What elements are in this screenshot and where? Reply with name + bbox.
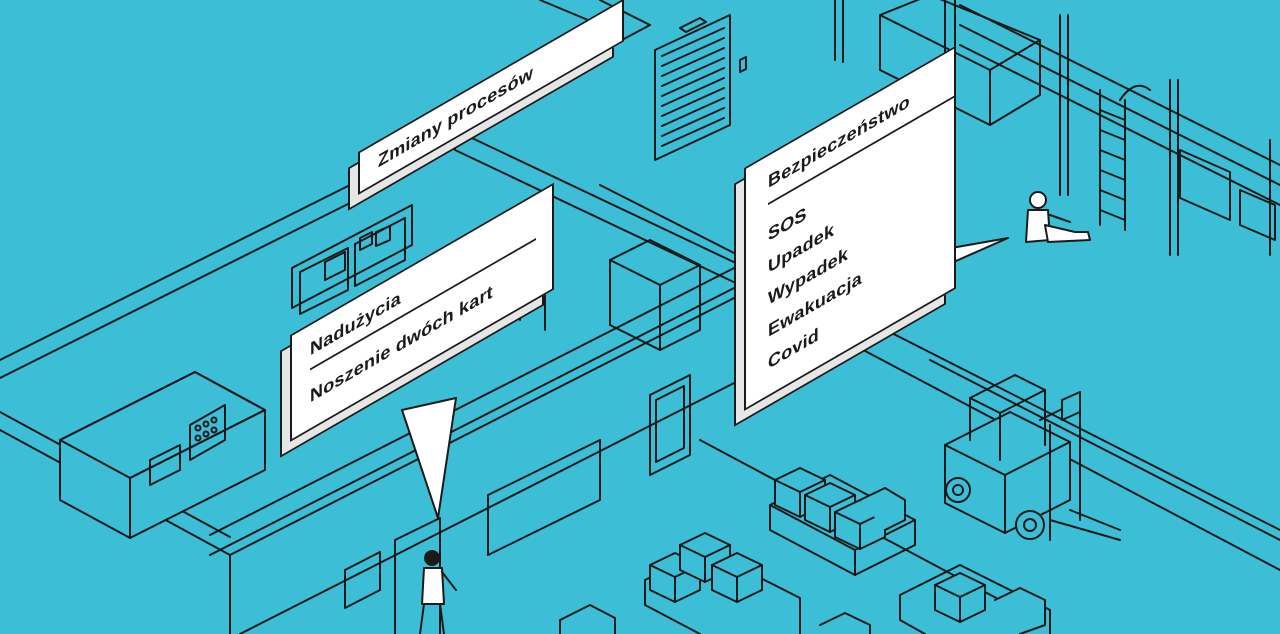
partition-wall-b [209,284,741,556]
machine-button [210,426,218,434]
machine-button [194,434,202,442]
switch-box [739,56,747,73]
railing-post [1169,79,1179,256]
ladder-rail [1099,89,1126,231]
ladder-arc [1119,84,1151,101]
railing-post [1059,14,1069,196]
injured-worker-figure [1025,191,1091,243]
pallet-group-3 [899,564,1051,634]
door-sensor [679,17,707,33]
pillar [834,0,844,63]
wall-board-small-2 [359,225,391,251]
interior-window-inner [655,385,685,463]
far-right-line [929,359,1280,541]
machine-button [210,416,218,424]
rolling-door-slats [661,27,725,147]
large-interior-window [487,439,601,556]
machine-button [194,424,202,432]
wall-panel-right [1239,189,1276,241]
right-floor-line [599,184,1280,531]
pallet-group-2 [644,532,801,634]
mezzanine-box-edge [879,14,1041,126]
cabinet-front [609,259,701,351]
rolling-door-frame [654,14,731,161]
pallet-group-4 [559,604,871,634]
machine-front [129,409,266,539]
small-wall-window [344,551,381,609]
cabinet [609,239,701,351]
partition-wall-b-top [209,264,741,536]
machine-button [202,420,210,428]
interior-window [649,374,691,476]
machine-body [59,371,266,539]
left-outer-wall-inner [0,202,351,379]
wall-board-panel-1 [299,247,349,315]
pallet-group-1 [769,467,916,576]
machine-control-panel [189,404,226,461]
wall-vent-panel [1179,149,1231,221]
left-outer-wall [0,184,351,361]
ladder-rungs [1099,109,1126,221]
abuse-callout-tail [401,397,457,519]
railing-bar [959,4,1280,206]
walking-worker-figure [419,550,457,634]
machine-window [149,444,181,486]
forklift [944,374,1121,541]
machine-button [202,430,210,438]
mezzanine-box [879,0,1041,126]
wall-board-small [324,251,346,281]
